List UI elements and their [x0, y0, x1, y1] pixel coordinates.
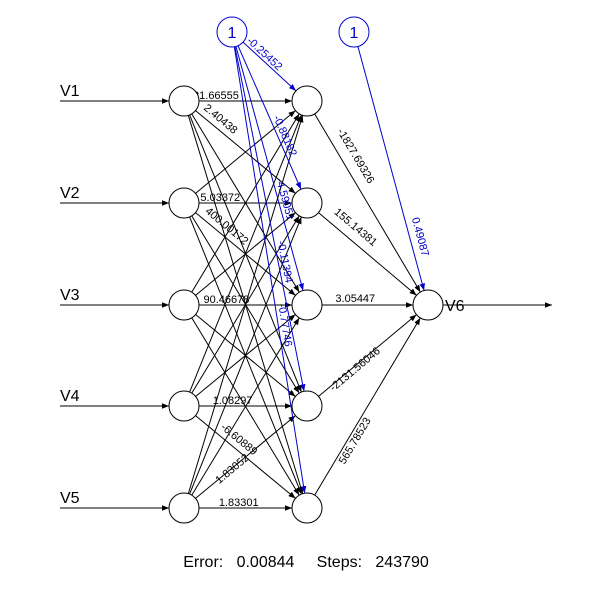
input-node: [168, 492, 200, 524]
error-value: 0.00844: [236, 554, 295, 571]
steps-value: 243790: [375, 554, 429, 571]
hidden-node: [291, 390, 323, 422]
input-label-v5: V5: [60, 490, 80, 507]
weight-edge-input-hidden: [187, 115, 304, 494]
bias-edge-hidden: [237, 45, 302, 190]
bias-node-label: 1: [350, 25, 359, 42]
bias-edge-hidden: [242, 41, 297, 92]
weight-label: 565.78523: [337, 416, 374, 467]
input-node: [168, 289, 200, 321]
bias-weight-label: -0.25452: [244, 35, 284, 73]
weight-label: 1.83301: [219, 497, 259, 509]
weight-edge-input-hidden: [195, 110, 296, 194]
weight-edge-hidden-output: [314, 317, 421, 496]
bias-edge-hidden: [234, 46, 306, 392]
output-label: V6: [445, 298, 465, 315]
hidden-node: [291, 289, 323, 321]
output-node: [412, 289, 444, 321]
weight-edge-input-hidden: [195, 415, 296, 499]
weight-label: -1827.69326: [334, 127, 376, 186]
hidden-node: [291, 492, 323, 524]
bias-node: [216, 16, 248, 48]
bias-edge-output: [357, 46, 425, 291]
weight-label: 155.14381: [332, 206, 379, 249]
steps-label: Steps:: [316, 554, 363, 571]
input-label-v2: V2: [60, 185, 80, 202]
weight-label: 1.83052: [213, 452, 251, 487]
input-node: [168, 85, 200, 117]
bias-node-label: 1: [228, 25, 237, 42]
weight-edge-hidden-output: [318, 314, 417, 397]
hidden-node: [291, 85, 323, 117]
hidden-node: [291, 187, 323, 219]
weight-edge-hidden-output: [314, 113, 421, 293]
weight-label: -2131.56046: [328, 345, 383, 394]
bias-node: [338, 16, 370, 48]
input-label-v3: V3: [60, 287, 80, 304]
weight-edge-input-hidden: [189, 114, 302, 393]
bias-weight-label: 0.49087: [409, 216, 431, 258]
input-label-v4: V4: [60, 388, 80, 405]
weight-label: 1.08297: [213, 395, 253, 407]
weight-label: 90.46678: [203, 294, 249, 306]
weight-label: -21.66555: [189, 90, 239, 102]
bias-edge-hidden: [235, 46, 304, 291]
weight-label: 3.05447: [335, 293, 375, 305]
error-label: Error:: [183, 554, 224, 571]
bias-edge-hidden: [233, 46, 307, 494]
input-node: [168, 187, 200, 219]
input-node: [168, 390, 200, 422]
weight-edge-hidden-output: [318, 212, 417, 296]
training-summary: Error: 0.00844 Steps: 243790: [0, 554, 612, 572]
input-label-v1: V1: [60, 83, 80, 100]
weight-label: 5.03372: [200, 192, 240, 204]
weight-edge-input-hidden: [189, 216, 302, 495]
